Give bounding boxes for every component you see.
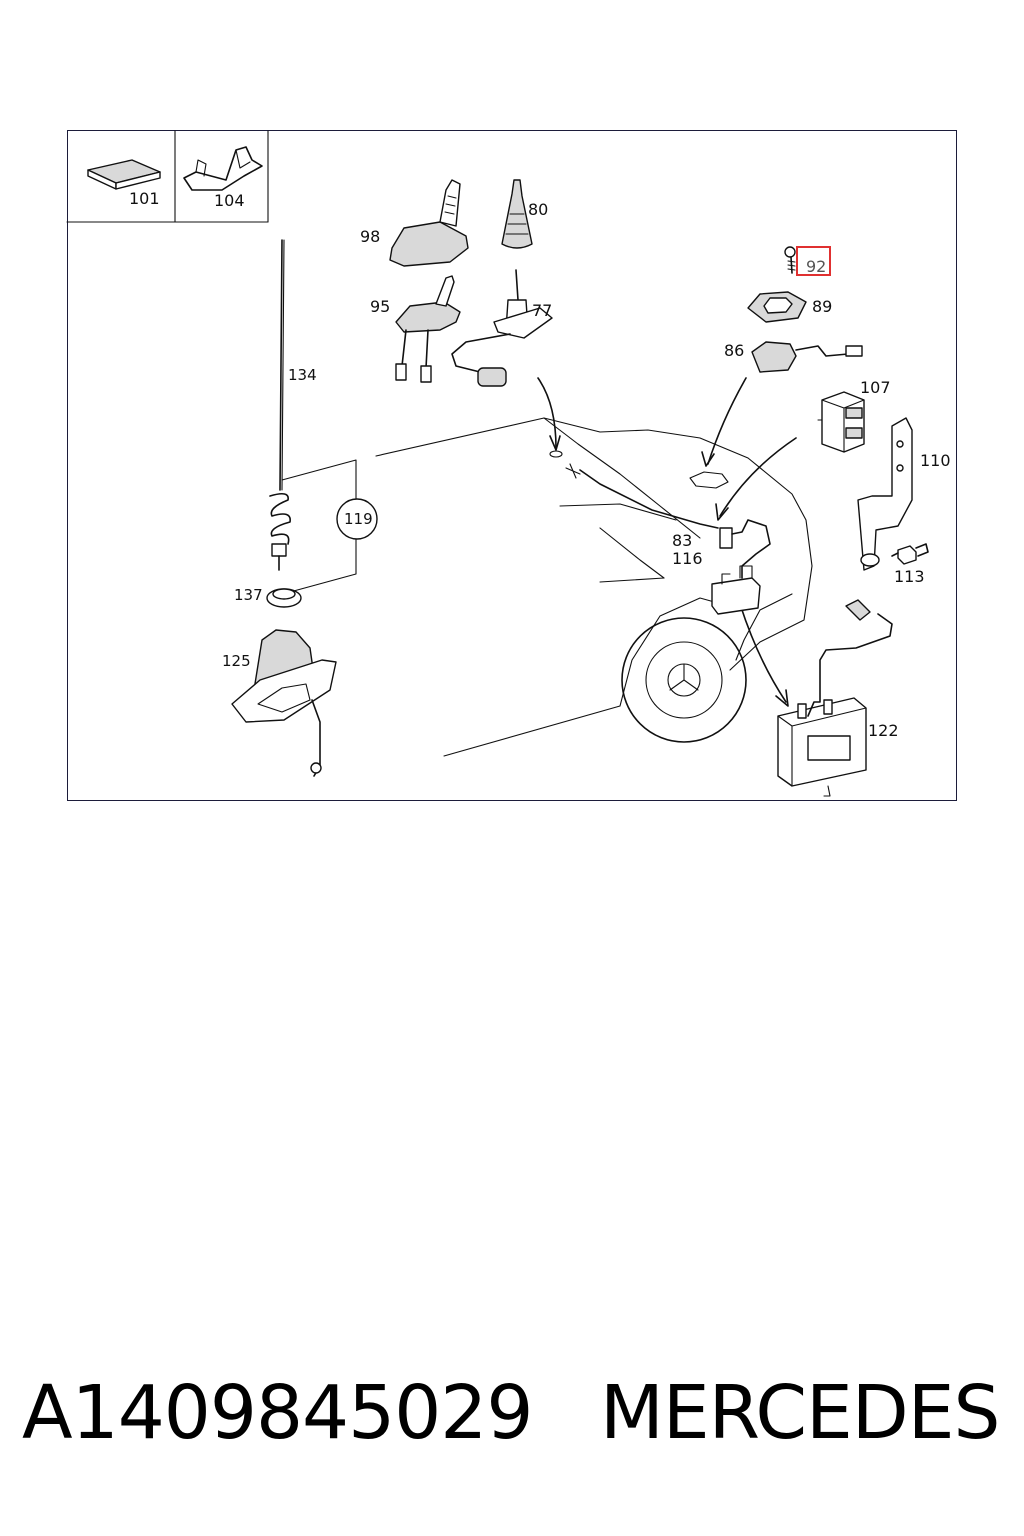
callout-83: 83 xyxy=(672,531,692,550)
callout-107: 107 xyxy=(860,378,891,397)
callout-92: 92 xyxy=(806,257,826,276)
car-rear-outline xyxy=(375,417,813,757)
callout-110: 110 xyxy=(920,451,951,470)
assembly-arrows xyxy=(537,377,797,707)
callout-122: 122 xyxy=(868,721,899,740)
callout-116: 116 xyxy=(672,549,703,568)
part-95-antenna-base[interactable] xyxy=(395,275,461,383)
part-98-roof-antenna[interactable] xyxy=(389,179,469,267)
part-83-116-connector[interactable] xyxy=(719,519,771,579)
part-104-bracket[interactable] xyxy=(183,146,263,191)
part-107-relay[interactable] xyxy=(817,391,865,453)
callout-137: 137 xyxy=(234,586,263,604)
part-137-nut[interactable] xyxy=(266,588,302,608)
part-113-bolt[interactable] xyxy=(891,543,929,565)
callout-101: 101 xyxy=(129,189,160,208)
brand-name: MERCEDES xyxy=(600,1370,1000,1456)
part-101-adhesive-pad[interactable] xyxy=(87,159,161,190)
callout-104: 104 xyxy=(214,191,245,210)
callout-86: 86 xyxy=(724,341,744,360)
callout-119-group xyxy=(281,459,378,593)
callout-113: 113 xyxy=(894,567,925,586)
part-134-whip-antenna[interactable] xyxy=(269,239,291,571)
part-number: A1409845029 xyxy=(22,1370,533,1456)
callout-77: 77 xyxy=(532,301,552,320)
parts-diagram-frame xyxy=(67,130,957,801)
part-86-antenna-module[interactable] xyxy=(751,341,863,373)
callout-80: 80 xyxy=(528,200,548,219)
part-92-screw[interactable] xyxy=(784,246,796,274)
callout-119: 119 xyxy=(344,510,373,528)
callout-134: 134 xyxy=(288,366,317,384)
callout-labels: 101 104 98 80 92 95 77 89 86 134 107 110… xyxy=(129,189,951,740)
part-89-gasket[interactable] xyxy=(747,291,807,323)
highlight-box-92 xyxy=(796,246,831,276)
callout-125: 125 xyxy=(222,652,251,670)
callout-98: 98 xyxy=(360,227,380,246)
footer-caption: A1409845029 MERCEDES xyxy=(22,1370,1012,1470)
callout-119-circle xyxy=(336,498,378,540)
part-77-antenna-with-cable[interactable] xyxy=(451,269,553,387)
callout-89: 89 xyxy=(812,297,832,316)
antenna-parts-diagram: 101 104 98 80 92 95 77 89 86 134 107 110… xyxy=(66,130,951,797)
part-80-antenna-stub[interactable] xyxy=(501,179,533,249)
inset-boxes xyxy=(66,130,269,223)
part-antenna-booster-small[interactable] xyxy=(711,565,761,615)
part-110-bracket[interactable] xyxy=(857,417,913,571)
callout-95: 95 xyxy=(370,297,390,316)
part-125-antenna-housing[interactable] xyxy=(231,629,337,777)
part-122-amplifier-module[interactable] xyxy=(777,599,893,797)
